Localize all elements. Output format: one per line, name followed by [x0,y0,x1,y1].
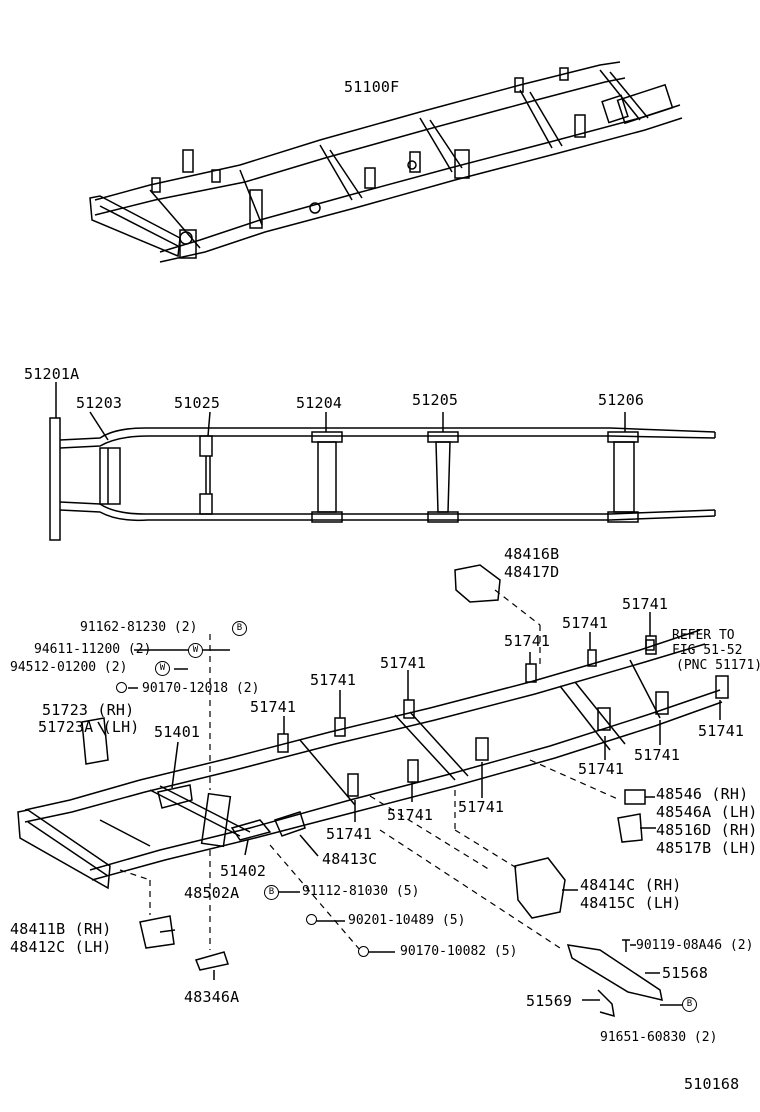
label-94611-11200: 94611-11200 (2) [34,642,152,657]
label-51741-l: 51741 [326,825,373,843]
label-51402: 51402 [220,862,267,880]
label-51741-c: 51741 [504,632,551,650]
label-51204: 51204 [296,394,343,412]
frame-plan-view [49,382,716,541]
label-90170-12018: 90170-12018 (2) [142,681,260,696]
label-48346A: 48346A [184,988,240,1006]
label-48546: 48546 (RH) [656,785,749,803]
diagram-code: 510168 [684,1075,740,1093]
label-48415C: 48415C (LH) [580,894,682,912]
label-51741-d: 51741 [380,654,427,672]
frame-exploded-view [17,564,729,1018]
label-51741-f: 51741 [250,698,297,716]
label-91162-81230: 91162-81230 (2) [80,620,198,635]
frame-assembly-illustration [89,61,683,263]
label-91651-60830: 91651-60830 (2) [600,1030,718,1045]
label-51205: 51205 [412,391,459,409]
nut-icon-2 [358,946,369,957]
nut-icon [116,682,127,693]
label-51201A: 51201A [24,365,80,383]
label-refer-pnc: (PNC 51171) [676,658,760,673]
label-90119-08A46: 90119-08A46 (2) [636,938,754,953]
w-washer-icon-2: W [155,661,170,676]
flange-bolt-icon [306,914,317,925]
label-48416B: 48416B [504,545,560,563]
label-51723: 51723 (RH) [42,701,135,719]
label-94512-01200: 94512-01200 (2) [10,660,128,675]
label-51741-k: 51741 [387,806,434,824]
w-washer-icon: W [188,643,203,658]
label-91112-81030: 91112-81030 (5) [302,884,420,899]
label-51741-h: 51741 [634,746,681,764]
label-51741-i: 51741 [578,760,625,778]
label-48502A: 48502A [184,884,240,902]
label-51723A: 51723A (LH) [38,718,140,736]
label-48411B: 48411B (RH) [10,920,112,938]
label-51025: 51025 [174,394,221,412]
label-51741-e: 51741 [310,671,357,689]
label-48517B: 48517B (LH) [656,839,758,857]
label-48417D: 48417D [504,563,560,581]
label-51569: 51569 [526,992,573,1010]
label-48412C: 48412C (LH) [10,938,112,956]
label-51741-a: 51741 [622,595,669,613]
label-48516D: 48516D (RH) [656,821,758,839]
label-51206: 51206 [598,391,645,409]
b-marker-icon-2: B [264,885,279,900]
label-refer-fig: FIG 51-52 [672,643,743,658]
label-51203: 51203 [76,394,123,412]
label-51100F: 51100F [344,78,400,96]
b-marker-icon: B [232,621,247,636]
label-90201-10489: 90201-10489 (5) [348,913,466,928]
label-51568: 51568 [662,964,709,982]
label-51401: 51401 [154,723,201,741]
label-refer-to: REFER TO [672,628,735,643]
label-48413C: 48413C [322,850,378,868]
label-51741-j: 51741 [458,798,505,816]
label-90170-10082: 90170-10082 (5) [400,944,518,959]
label-51741-g: 51741 [698,722,745,740]
label-51741-b: 51741 [562,614,609,632]
label-48546A: 48546A (LH) [656,803,758,821]
b-marker-icon-3: B [682,997,697,1012]
label-48414C: 48414C (RH) [580,876,682,894]
